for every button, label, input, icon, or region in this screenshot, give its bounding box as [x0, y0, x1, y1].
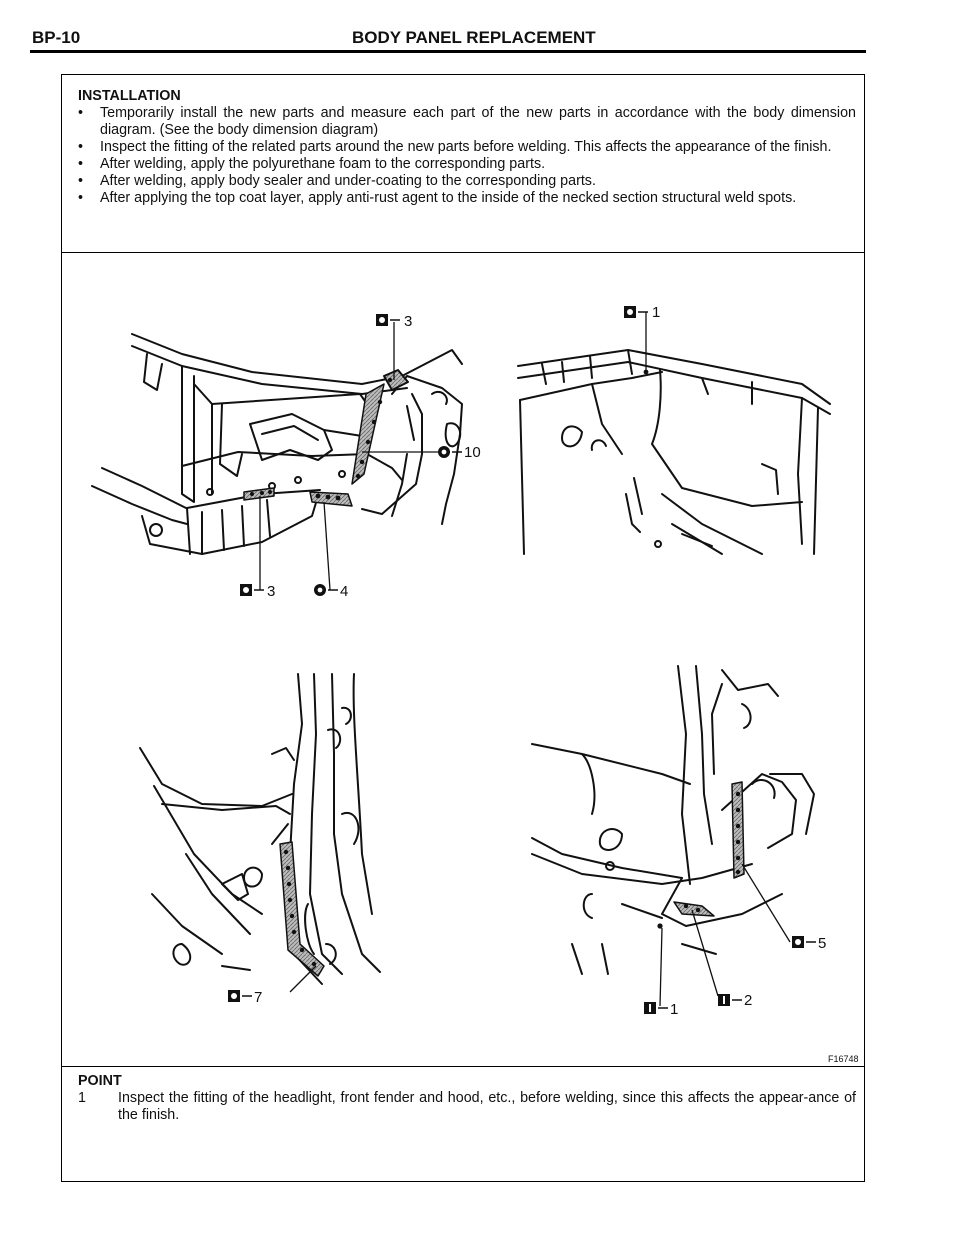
callout-label: 1: [670, 1001, 678, 1018]
callout-1-top: 1: [624, 304, 660, 321]
weld-flange-7: [279, 841, 325, 977]
weld-flange-3-upper: [351, 369, 409, 485]
point-text: Inspect the fitting of the headlight, fr…: [118, 1090, 856, 1123]
installation-list: • Temporarily install the new parts and m…: [78, 105, 856, 207]
panel-front-lower-right: [531, 665, 815, 975]
list-item: • After welding, apply the polyurethane f…: [78, 156, 856, 173]
list-item-text: After applying the top coat layer, apply…: [100, 190, 797, 206]
weld-spots-panel-1: [250, 377, 393, 501]
spot-weld-icon: [624, 306, 636, 318]
section-divider-bottom: [61, 1066, 865, 1067]
list-item: • After welding, apply body sealer and un…: [78, 173, 856, 190]
callout-label: 2: [744, 992, 752, 1009]
bullet-icon: •: [78, 139, 84, 155]
callout-1-bottom: 1: [644, 1001, 678, 1018]
weld-spot-panel-2: [643, 369, 649, 375]
point-heading: POINT: [78, 1073, 122, 1089]
weld-diagram: 3 1 10 3: [62, 254, 864, 1066]
header-rule: [30, 50, 866, 53]
page-title: BODY PANEL REPLACEMENT: [352, 28, 596, 47]
list-item-text: After welding, apply the polyurethane fo…: [100, 156, 546, 172]
panel-front-upper-right: [517, 349, 831, 555]
plug-weld-icon: [314, 584, 326, 596]
figure-id: F16748: [828, 1054, 859, 1064]
content-frame: [61, 74, 865, 1182]
weld-spots-panel-3: [283, 849, 317, 967]
callout-label: 10: [464, 444, 481, 461]
point-number: 1: [78, 1090, 86, 1106]
weld-diagram-drawing: 3 1 10 3: [91, 304, 859, 1064]
list-item-text: Temporarily install the new parts and me…: [100, 105, 856, 138]
bullet-icon: •: [78, 156, 84, 172]
list-item: • Temporarily install the new parts and m…: [78, 105, 856, 139]
callout-3-top: 3: [376, 313, 412, 330]
callout-label: 5: [818, 935, 826, 952]
point-section: POINT 1 Inspect the fitting of the headl…: [78, 1073, 856, 1124]
callout-label: 3: [267, 583, 275, 600]
list-item-text: Inspect the fitting of the related parts…: [100, 139, 832, 155]
panel-front-upper-left: [91, 333, 463, 555]
spot-weld-icon: [792, 936, 804, 948]
bullet-icon: •: [78, 105, 84, 121]
installation-heading: INSTALLATION: [78, 88, 181, 104]
callout-label: 3: [404, 313, 412, 330]
bullet-icon: •: [78, 190, 84, 206]
callout-2: 2: [718, 992, 752, 1009]
callout-label: 1: [652, 304, 660, 321]
i-marker-icon: [718, 994, 730, 1006]
callout-3-bottom: 3: [240, 583, 275, 600]
callout-label: 7: [254, 989, 262, 1006]
list-item: • After applying the top coat layer, appl…: [78, 190, 856, 207]
i-marker-icon: [644, 1002, 656, 1014]
bullet-icon: •: [78, 173, 84, 189]
panel-front-lower-left: [139, 673, 381, 985]
installation-section: INSTALLATION • Temporarily install the ne…: [78, 88, 856, 207]
page-code: BP-10: [32, 28, 81, 47]
callout-5: 5: [792, 935, 826, 952]
weld-flange-5: [731, 781, 745, 879]
list-item: 1 Inspect the fitting of the headlight, …: [78, 1090, 856, 1124]
weld-flange-3-lower: [243, 487, 275, 501]
weld-flange-2: [673, 901, 715, 917]
list-item: • Inspect the fitting of the related part…: [78, 139, 856, 156]
callout-10: 10: [438, 444, 481, 461]
plug-weld-icon: [438, 446, 450, 458]
callout-7: 7: [228, 989, 262, 1006]
section-divider-top: [61, 252, 865, 253]
spot-weld-icon: [376, 314, 388, 326]
list-item-text: After welding, apply body sealer and und…: [100, 173, 596, 189]
callout-label: 4: [340, 583, 348, 600]
callout-4: 4: [314, 583, 348, 600]
weld-flange-4: [309, 491, 353, 507]
weld-spots-panel-4: [657, 791, 741, 929]
spot-weld-icon: [228, 990, 240, 1002]
callout-leaders: [259, 312, 791, 1007]
spot-weld-icon: [240, 584, 252, 596]
